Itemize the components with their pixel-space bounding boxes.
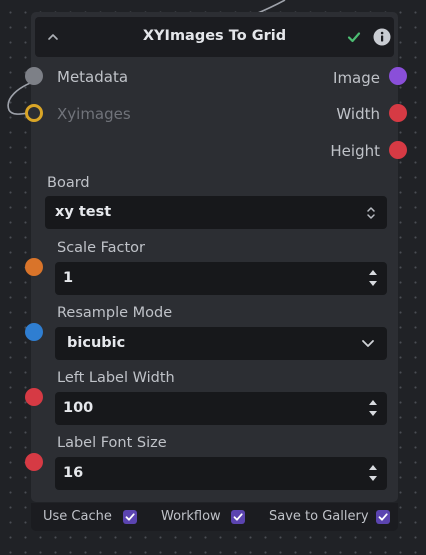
info-icon[interactable] — [373, 28, 391, 46]
height-output-label: Height — [330, 142, 380, 160]
save-to-gallery-checkbox[interactable] — [376, 510, 390, 524]
metadata-input-socket[interactable] — [25, 67, 43, 85]
label-font-size-value: 16 — [63, 465, 84, 481]
node-footer: Use Cache Workflow Save to Gallery — [31, 503, 398, 531]
label-font-size-input[interactable]: 16 — [55, 457, 387, 490]
left-label-width-label: Left Label Width — [57, 370, 175, 386]
use-cache-checkbox[interactable] — [123, 510, 137, 524]
checkmark-icon — [233, 513, 243, 521]
label-font-size-label: Label Font Size — [57, 435, 167, 451]
save-to-gallery-label[interactable]: Save to Gallery — [269, 509, 369, 524]
left-label-width-input[interactable]: 100 — [55, 392, 387, 425]
stepper-arrows-icon[interactable] — [367, 267, 379, 289]
workflow-label[interactable]: Workflow — [161, 509, 221, 524]
resample-mode-value: bicubic — [67, 335, 126, 351]
resample-mode-input-socket[interactable] — [25, 323, 43, 341]
node-header[interactable]: XYImages To Grid — [35, 17, 394, 57]
stepper-arrows-icon[interactable] — [367, 397, 379, 419]
width-output-label: Width — [336, 105, 380, 123]
chevron-down-icon — [362, 340, 374, 347]
check-icon — [347, 32, 361, 43]
xyimages-input-label: Xyimages — [57, 105, 131, 123]
board-label: Board — [47, 175, 90, 191]
board-select[interactable]: xy test — [45, 196, 387, 229]
width-output-socket[interactable] — [389, 104, 407, 122]
xyimages-input-socket[interactable] — [25, 104, 43, 122]
use-cache-label[interactable]: Use Cache — [43, 509, 112, 524]
image-output-socket[interactable] — [389, 67, 407, 85]
stepper-arrows-icon[interactable] — [367, 462, 379, 484]
left-label-width-value: 100 — [63, 400, 94, 416]
checkmark-icon — [125, 513, 135, 521]
scale-factor-input-socket[interactable] — [25, 258, 43, 276]
metadata-input-label: Metadata — [57, 68, 129, 86]
resample-mode-label: Resample Mode — [57, 305, 173, 321]
image-output-label: Image — [333, 69, 380, 87]
resample-mode-select[interactable]: bicubic — [55, 327, 387, 360]
node-title: XYImages To Grid — [142, 28, 287, 44]
label-font-size-input-socket[interactable] — [25, 453, 43, 471]
chevron-up-down-icon — [367, 207, 375, 219]
scale-factor-value: 1 — [63, 270, 74, 286]
chevron-up-icon[interactable] — [45, 29, 61, 45]
height-output-socket[interactable] — [389, 141, 407, 159]
board-value: xy test — [55, 204, 112, 220]
workflow-checkbox[interactable] — [231, 510, 245, 524]
checkmark-icon — [378, 513, 388, 521]
scale-factor-input[interactable]: 1 — [55, 262, 387, 295]
left-label-width-input-socket[interactable] — [25, 388, 43, 406]
scale-factor-label: Scale Factor — [57, 240, 146, 256]
